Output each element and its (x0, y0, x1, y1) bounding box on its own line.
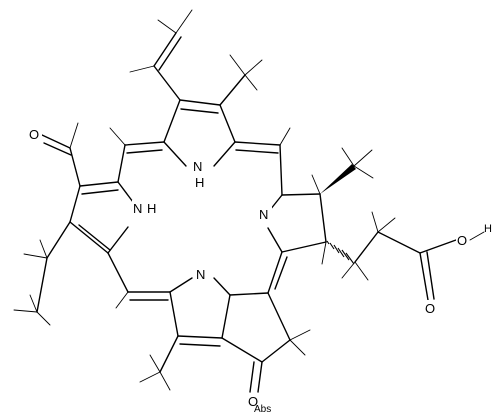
atom-n-right-imine: N (259, 207, 268, 222)
abs-stereo-tag: Abs (254, 404, 271, 414)
atom-n-left-pyrrole: N (133, 201, 142, 216)
skeleton-bonds (36, 32, 457, 393)
atom-n-bottom-imine: N (196, 267, 205, 282)
atom-h-top-pyrrole: H (195, 175, 204, 190)
wedge-bond-methyl (320, 164, 356, 194)
atom-o-acid-hydroxyl: O (457, 233, 467, 248)
atom-h-left-pyrrole: H (147, 201, 156, 216)
atom-o-acid-carbonyl: O (425, 301, 435, 316)
atom-o-ketone: O (248, 394, 258, 409)
atom-labels: N H N H N N O O Abs O O H (28, 126, 492, 414)
atom-n-top-pyrrole: N (193, 159, 202, 174)
hashed-bond-chain (326, 240, 355, 265)
hydrogen-bonds (13, 9, 396, 391)
atom-o-aldehyde: O (29, 127, 39, 142)
atom-h-acid: H (484, 223, 492, 235)
stereo-bonds (320, 164, 356, 265)
